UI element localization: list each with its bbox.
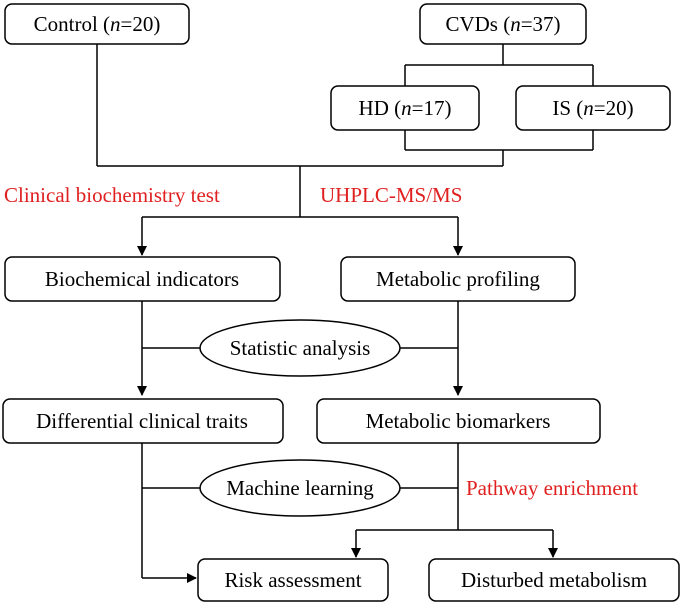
risk-assessment-label: Risk assessment: [224, 568, 361, 592]
cvds-label: CVDs (n=37): [445, 12, 560, 36]
uhplc-ms-ms-label: UHPLC-MS/MS: [320, 183, 462, 207]
connectors: [96, 44, 594, 583]
metabolic-profiling-box: Metabolic profiling: [340, 256, 576, 302]
is-box: IS (n=20): [515, 85, 671, 131]
is-label: IS (n=20): [552, 96, 633, 120]
clinical-biochemistry-test-label: Clinical biochemistry test: [4, 183, 220, 207]
biochemical-indicators-box: Biochemical indicators: [4, 256, 281, 302]
machine-learning-oval: Machine learning: [199, 459, 401, 517]
differential-clinical-traits-box: Differential clinical traits: [2, 398, 284, 444]
disturbed-metabolism-box: Disturbed metabolism: [428, 558, 680, 602]
risk-assessment-box: Risk assessment: [197, 558, 389, 602]
machine-learning-label: Machine learning: [226, 476, 374, 500]
pathway-enrichment-label: Pathway enrichment: [466, 476, 638, 500]
metabolic-biomarkers-box: Metabolic biomarkers: [316, 398, 601, 444]
cvds-box: CVDs (n=37): [419, 3, 587, 45]
differential-clinical-traits-label: Differential clinical traits: [36, 409, 248, 433]
metabolic-biomarkers-label: Metabolic biomarkers: [366, 409, 551, 433]
statistic-analysis-oval: Statistic analysis: [199, 319, 401, 377]
biochemical-indicators-label: Biochemical indicators: [45, 267, 239, 291]
control-label: Control (n=20): [34, 12, 161, 36]
hd-label: HD (n=17): [359, 96, 452, 120]
hd-box: HD (n=17): [330, 85, 480, 131]
metabolic-profiling-label: Metabolic profiling: [376, 267, 540, 291]
statistic-analysis-label: Statistic analysis: [230, 336, 371, 360]
disturbed-metabolism-label: Disturbed metabolism: [461, 568, 647, 592]
control-box: Control (n=20): [4, 3, 190, 45]
